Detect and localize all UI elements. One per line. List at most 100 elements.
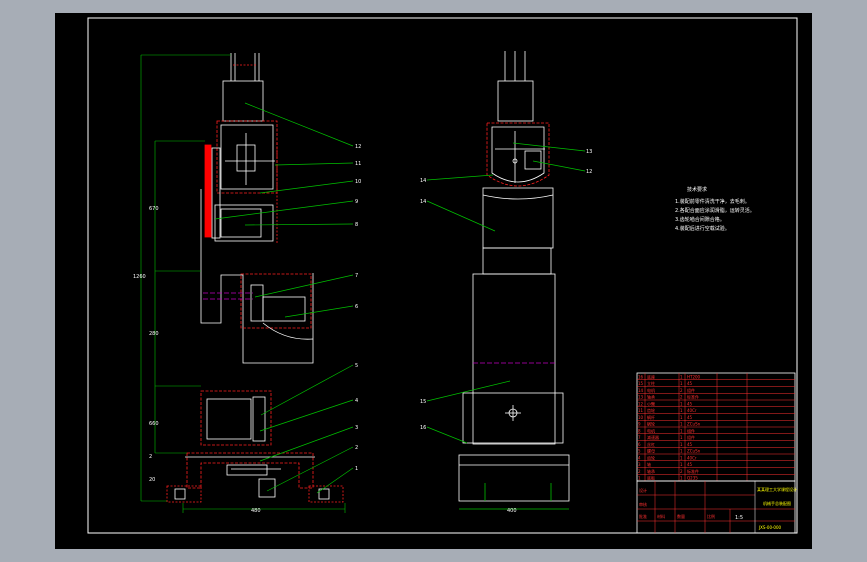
left-leaders bbox=[214, 102, 354, 494]
balloon-left-5: 8 bbox=[355, 222, 358, 228]
title-label-material: 材料 bbox=[657, 513, 665, 519]
parts-table-cell: 组件 bbox=[687, 387, 695, 393]
left-claw bbox=[230, 53, 260, 81]
notes-heading: 技术要求 bbox=[687, 186, 707, 193]
parts-table-cell: 减速器 bbox=[647, 434, 659, 440]
parts-table-cell: 底座 bbox=[647, 373, 655, 379]
dimension-labels: 1260 670 280 660 2 20 480 400 bbox=[133, 206, 517, 514]
parts-table-cell: 标准件 bbox=[687, 468, 699, 474]
balloon-left-9: 4 bbox=[355, 398, 358, 404]
parts-table-cell: 电机 bbox=[647, 427, 655, 433]
title-drawing-number: JXS-00-000 bbox=[758, 525, 782, 530]
balloon-right-3: 14 bbox=[420, 178, 426, 184]
left-wrist-block bbox=[222, 80, 264, 122]
balloon-left-6: 7 bbox=[355, 273, 358, 279]
parts-table-cell: HT200 bbox=[687, 374, 701, 379]
parts-table-cell: 小臂 bbox=[647, 400, 655, 406]
dim-gap: 2 bbox=[149, 454, 152, 460]
note-line-1: 1.装配前零件清洗干净，去毛刺。 bbox=[675, 198, 750, 205]
dim-base: 20 bbox=[149, 477, 155, 483]
cad-drawing-viewport[interactable]: 12 11 10 9 8 7 6 5 4 3 2 1 13 12 14 14 1… bbox=[55, 13, 812, 549]
parts-table-cell: 2 bbox=[680, 469, 683, 474]
note-line-2: 2.各配合面应涂润滑脂，运转灵活。 bbox=[675, 207, 755, 214]
parts-table-cell: 16 bbox=[638, 374, 644, 379]
parts-table-cell: 组件 bbox=[687, 427, 695, 433]
title-label-approve: 批准 bbox=[639, 513, 647, 519]
parts-table-cell: 8 bbox=[638, 428, 641, 433]
dim-upper: 670 bbox=[149, 206, 159, 212]
balloon-right-4: 14 bbox=[420, 199, 426, 205]
parts-table-cell: 蜗杆 bbox=[647, 414, 655, 420]
parts-table-cell: 2 bbox=[638, 469, 641, 474]
parts-table-cell: 标准件 bbox=[687, 394, 699, 400]
parts-table-cell: 40Cr bbox=[687, 408, 697, 413]
parts-table-cell: 2 bbox=[680, 395, 683, 400]
upper-arm-housing bbox=[216, 120, 278, 194]
parts-table-cell: 45 bbox=[687, 401, 693, 406]
parts-table-cell: 4 bbox=[638, 455, 641, 460]
dim-middle: 280 bbox=[149, 331, 159, 337]
parts-table-cell: 轴承 bbox=[647, 468, 655, 474]
dim-base-width: 480 bbox=[251, 508, 261, 514]
dim-right-width: 400 bbox=[507, 508, 517, 514]
left-rack bbox=[204, 144, 212, 238]
title-block: 设计 审核 批准 比例 数量 材料 某某理工大学课程设计 机械手总装配图 1:5… bbox=[636, 480, 797, 534]
technical-notes: 技术要求 1.装配前零件清洗干净，去毛刺。 2.各配合面应涂润滑脂，运转灵活。 … bbox=[675, 186, 755, 232]
parts-table-cell: 2 bbox=[680, 388, 683, 393]
lower-housing bbox=[200, 390, 272, 446]
right-leaders bbox=[426, 142, 586, 444]
parts-table-cell: 齿轮 bbox=[647, 407, 655, 413]
parts-table-cell: 1 bbox=[680, 455, 683, 460]
parts-table-cell: 9 bbox=[638, 422, 641, 427]
parts-table-cell: 1 bbox=[680, 401, 683, 406]
rotate-housing bbox=[240, 273, 312, 329]
parts-table-cell: 45 bbox=[687, 415, 693, 420]
title-label-scale: 比例 bbox=[707, 513, 715, 519]
title-label-design: 设计 bbox=[639, 487, 647, 493]
balloon-left-12: 1 bbox=[355, 466, 358, 472]
parts-table-cell: 40Cr bbox=[687, 455, 697, 460]
balloon-labels: 12 11 10 9 8 7 6 5 4 3 2 1 13 12 14 14 1… bbox=[355, 144, 592, 472]
note-line-4: 4.装配后进行空载试验。 bbox=[675, 225, 730, 232]
parts-table-cell: 7 bbox=[638, 435, 641, 440]
parts-table-cell: 立柱 bbox=[647, 380, 655, 386]
parts-table-cell: 1 bbox=[680, 442, 683, 447]
parts-table-cell: 12 bbox=[638, 401, 644, 406]
parts-table-cell: 电机 bbox=[647, 387, 655, 393]
parts-table-cell: 轴承 bbox=[647, 394, 655, 400]
note-line-3: 3.齿轮啮合间隙合格。 bbox=[675, 216, 725, 223]
parts-table-cell: 蜗轮 bbox=[647, 421, 655, 427]
left-view bbox=[140, 53, 354, 513]
parts-table-cell: 螺母 bbox=[647, 448, 655, 454]
title-label-qty: 数量 bbox=[677, 513, 685, 519]
right-column bbox=[472, 273, 556, 445]
right-view bbox=[426, 51, 586, 510]
parts-table-cell: 45 bbox=[687, 442, 693, 447]
parts-table-cell: ZCuSn bbox=[687, 422, 701, 427]
parts-table-cell: 底板 bbox=[647, 475, 655, 481]
title-school: 某某理工大学课程设计 bbox=[757, 486, 797, 492]
balloon-left-11: 2 bbox=[355, 445, 358, 451]
title-drawing-name: 机械手总装配图 bbox=[763, 500, 791, 506]
left-dimensions bbox=[140, 54, 346, 513]
parts-table-cell: 1 bbox=[680, 381, 683, 386]
balloon-right-2: 12 bbox=[586, 169, 592, 175]
parts-table-cell: 1 bbox=[680, 462, 683, 467]
parts-table-cell: 1 bbox=[680, 422, 683, 427]
parts-table-cell: 14 bbox=[638, 388, 644, 393]
parts-table-cell: 1 bbox=[680, 428, 683, 433]
right-head-housing bbox=[486, 122, 550, 187]
parts-table-cell: 5 bbox=[638, 449, 641, 454]
title-label-review: 审核 bbox=[639, 501, 647, 507]
parts-table-cell: 10 bbox=[638, 415, 644, 420]
parts-table-cell: 1 bbox=[638, 476, 641, 481]
parts-table-cell: Q235 bbox=[687, 476, 698, 481]
balloon-left-7: 6 bbox=[355, 304, 358, 310]
parts-table-cell: 组件 bbox=[687, 434, 695, 440]
parts-table-cell: 13 bbox=[638, 395, 644, 400]
right-claw bbox=[504, 51, 526, 81]
dim-overall-height: 1260 bbox=[133, 274, 146, 280]
balloon-right-5: 15 bbox=[420, 399, 426, 405]
parts-table-cell: 11 bbox=[638, 408, 644, 413]
